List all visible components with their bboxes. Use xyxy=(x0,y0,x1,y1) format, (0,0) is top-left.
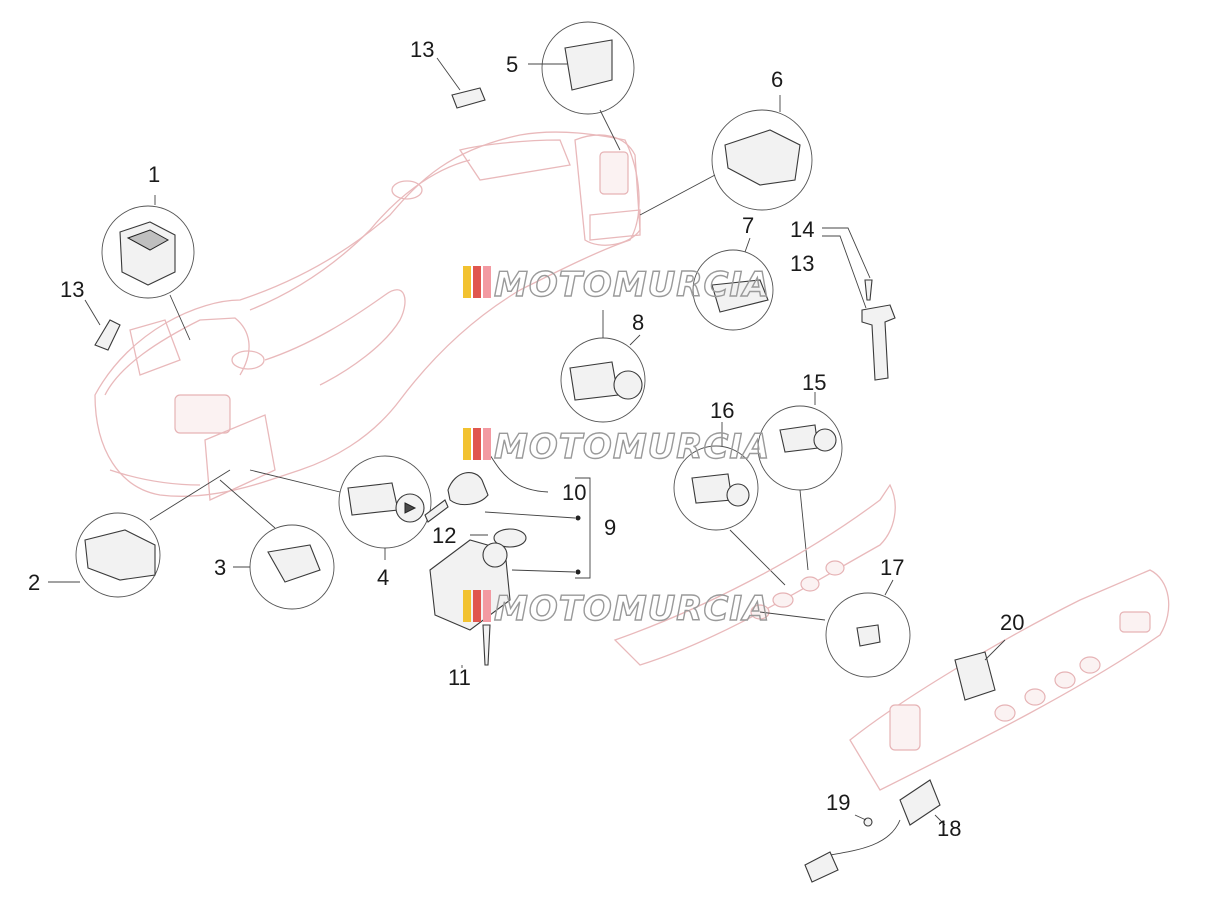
part-14-15-sensor: 14 13 xyxy=(790,217,896,381)
part-19-connector: 18 xyxy=(804,779,961,883)
callout-20: 19 xyxy=(826,790,850,815)
callout-2: 2 xyxy=(28,570,40,595)
part-18-clip: 17 xyxy=(759,555,911,678)
part-6-switch: 6 xyxy=(639,67,813,216)
watermark-text-1: MOTOMURCIA xyxy=(494,265,770,305)
callout-1: 1 xyxy=(148,162,160,187)
callout-12: 12 xyxy=(432,523,456,548)
part-1-switch: 1 xyxy=(101,162,195,341)
callout-10: 10 xyxy=(562,480,586,505)
lower-panel xyxy=(849,569,1170,791)
part-4-hazard-button: 4 xyxy=(249,455,432,590)
part-16-button: 15 xyxy=(757,370,843,571)
watermark-1: MOTOMURCIA xyxy=(463,264,770,306)
callout-3: 3 xyxy=(214,555,226,580)
callout-8: 8 xyxy=(632,310,644,335)
part-5-switch: 5 xyxy=(506,21,635,151)
part-20-screw: 19 xyxy=(826,790,873,827)
callout-4: 4 xyxy=(377,565,389,590)
part-17-button: 16 xyxy=(673,398,786,586)
watermark-text-3: MOTOMURCIA xyxy=(494,589,770,629)
callout-13-top: 13 xyxy=(410,37,434,62)
part-7-switch: 7 xyxy=(692,213,774,331)
callout-19: 18 xyxy=(937,816,961,841)
callout-13-left: 13 xyxy=(60,277,84,302)
part-13-bulb-top: 13 xyxy=(410,37,486,109)
handlebar-housing xyxy=(94,131,641,501)
callout-11: 11 xyxy=(448,665,471,690)
part-13-bulb-left: 13 xyxy=(60,277,121,351)
part-21-switch: 20 xyxy=(954,610,1024,701)
callout-14: 13 xyxy=(790,251,814,276)
watermark-text-2: MOTOMURCIA xyxy=(494,427,770,467)
watermark-2: MOTOMURCIA xyxy=(463,426,770,468)
part-3-switch: 3 xyxy=(214,479,335,610)
callout-16: 15 xyxy=(802,370,826,395)
callout-18: 17 xyxy=(880,555,904,580)
callout-15: 14 xyxy=(790,217,814,242)
ignition-lock-group: 10 9 12 11 xyxy=(424,454,616,690)
part-2-switch: 2 xyxy=(28,469,231,598)
callout-6: 6 xyxy=(771,67,783,92)
callout-5: 5 xyxy=(506,52,518,77)
callout-9: 9 xyxy=(604,515,616,540)
callout-7: 7 xyxy=(742,213,754,238)
watermark-3: MOTOMURCIA xyxy=(463,588,770,630)
callout-21: 20 xyxy=(1000,610,1024,635)
part-8-button: 8 xyxy=(560,310,646,423)
callout-17: 16 xyxy=(710,398,734,423)
